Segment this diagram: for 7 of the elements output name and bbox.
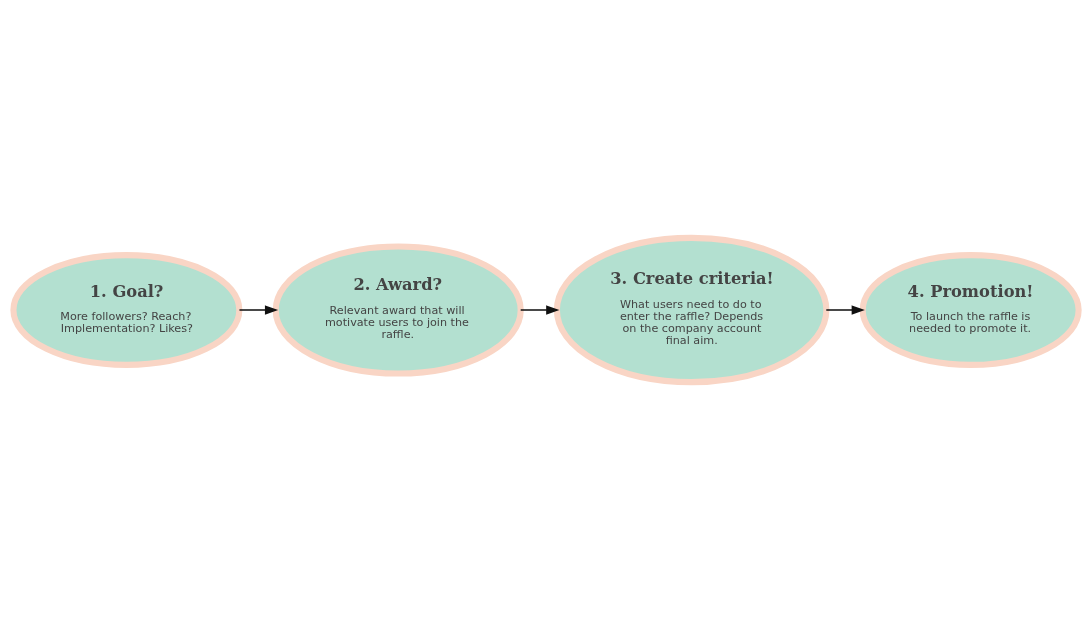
arrow xyxy=(825,304,865,315)
arrow xyxy=(519,304,560,315)
node-ellipse: 1. Goal? More followers? Reach? Implementation? Likes? xyxy=(10,251,243,368)
node-ellipse: 4. Promotion! To launch the raffle is needed to promote it. xyxy=(859,251,1082,368)
arrow xyxy=(238,304,279,315)
node-ellipse: 3. Create criteria! What users need to do to enter the raffle? Depends on the company account final aim. xyxy=(553,234,830,385)
node-ellipse: 2. Award? Relevant award that will motivate users to join the raffle. xyxy=(272,242,524,377)
